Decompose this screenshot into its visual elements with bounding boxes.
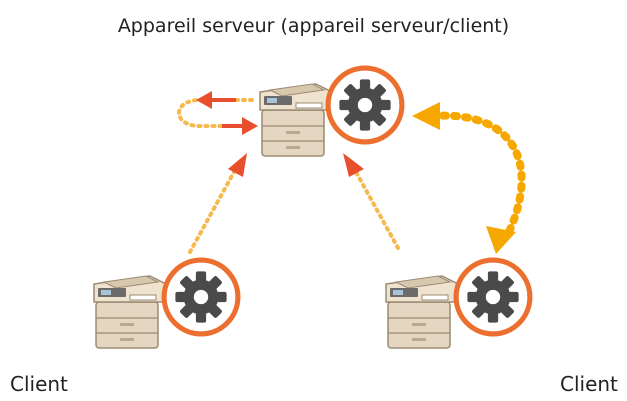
client-left-device <box>93 260 238 349</box>
client-left-gear-icon <box>164 260 238 334</box>
server-loop-connector <box>177 98 254 128</box>
client-left-label: Client <box>10 372 68 396</box>
sync-arc-connector <box>428 111 526 242</box>
sync-arrow-down-icon <box>486 226 516 254</box>
server-gear-icon <box>328 68 402 142</box>
server-device <box>259 68 402 157</box>
sync-arrow-up-icon <box>412 102 440 130</box>
arrow-up-left-icon <box>343 153 364 177</box>
diagram-title: Appareil serveur (appareil serveur/clien… <box>117 15 510 37</box>
client-right-gear-icon <box>456 260 530 334</box>
arrow-up-right-icon <box>228 153 247 177</box>
server-printer-icon <box>259 83 333 157</box>
arrow-right-icon <box>242 117 258 135</box>
arrow-left-icon <box>196 91 212 109</box>
client-right-printer-icon <box>385 275 459 349</box>
client-right-label: Client <box>560 372 618 396</box>
client-right-connector <box>354 170 400 250</box>
client-right-device <box>385 260 530 349</box>
client-left-connector <box>188 170 236 254</box>
client-left-printer-icon <box>93 275 167 349</box>
